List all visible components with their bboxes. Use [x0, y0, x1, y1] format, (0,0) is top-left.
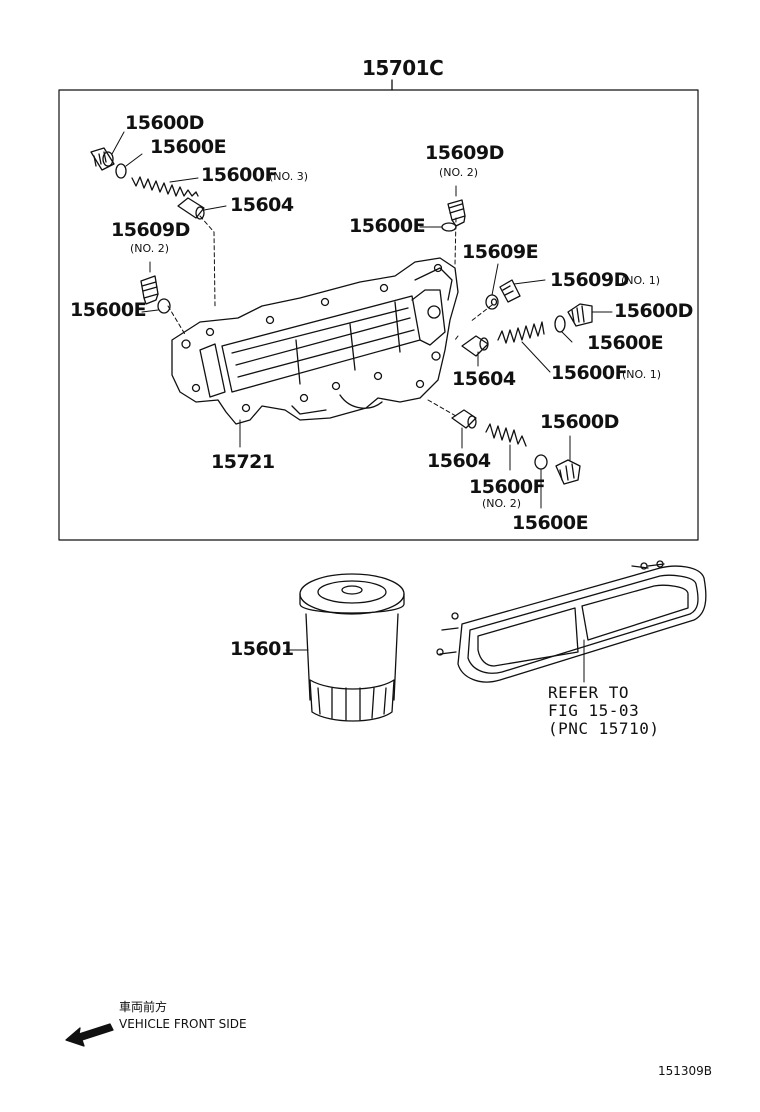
direction-japanese: 車両前方: [119, 1000, 168, 1014]
label-15600D-bottom: 15600D: [540, 411, 619, 433]
label-15601: 15601: [230, 638, 294, 660]
valve-15604-topleft: [177, 197, 205, 220]
gasket: [436, 560, 707, 683]
label-15600E-left: 15600E: [70, 299, 147, 321]
label-15600D-topleft: 15600D: [125, 112, 204, 134]
label-no1-b: (NO. 1): [622, 368, 662, 381]
label-15721: 15721: [211, 451, 275, 473]
o-ring-15600E-topleft: [115, 163, 127, 179]
figure-code: 151309B: [658, 1064, 713, 1078]
plug-15600D-right: [567, 303, 593, 327]
direction-english: VEHICLE FRONT SIDE: [119, 1017, 247, 1031]
refer-line-2: FIG 15-03: [548, 701, 640, 720]
label-no3: (NO. 3): [269, 170, 309, 183]
label-15604-bottom: 15604: [427, 450, 491, 472]
label-15609D-no1: 15609D: [550, 269, 629, 291]
label-15600D-right: 15600D: [614, 300, 693, 322]
valve-15604-right: [461, 335, 489, 357]
label-15600F-no2: 15600F: [469, 476, 546, 498]
o-ring-15600E-mid: [441, 222, 457, 232]
spring-15600F-no2: [485, 423, 527, 447]
plug-15609D-top: [447, 199, 466, 227]
valve-15604-bottom: [451, 409, 477, 429]
plug-15600D-bottom: [555, 459, 581, 485]
label-15701C: 15701C: [362, 56, 444, 80]
plug-15600D-topleft: [90, 147, 115, 171]
label-no2-left: (NO. 2): [130, 242, 170, 255]
label-15600F-no1: 15600F: [551, 362, 628, 384]
label-15600E-right: 15600E: [587, 332, 664, 354]
label-15600F-no3: 15600F: [201, 164, 278, 186]
label-15609D-top: 15609D: [425, 142, 504, 164]
refer-line-1: REFER TO: [548, 683, 630, 702]
oil-filter: [299, 573, 405, 722]
oil-cooler-body: [171, 257, 459, 425]
label-15609E: 15609E: [462, 241, 539, 263]
label-15600E-mid: 15600E: [349, 215, 426, 237]
spring-15600F-no3: [131, 176, 199, 197]
label-15604-right: 15604: [452, 368, 516, 390]
arrow-left-down-icon: [65, 1023, 114, 1047]
label-15609D-left: 15609D: [111, 219, 190, 241]
label-no1-a: (NO. 1): [621, 274, 661, 287]
refer-line-3: (PNC 15710): [548, 719, 660, 738]
plug-15609D-left: [140, 275, 159, 305]
assembly-frame: [58, 89, 699, 541]
o-ring-15600E-bottom: [534, 454, 548, 470]
o-ring-15600E-left: [157, 298, 171, 314]
plug-15609E: [485, 294, 499, 310]
label-15604-topleft: 15604: [230, 194, 294, 216]
label-no2-bottom: (NO. 2): [482, 497, 522, 510]
label-15600E-bottom: 15600E: [512, 512, 589, 534]
label-no2-top: (NO. 2): [439, 166, 479, 179]
o-ring-15600E-right: [554, 315, 566, 333]
label-15600E-topleft: 15600E: [150, 136, 227, 158]
plug-15609D-no1: [499, 279, 521, 303]
spring-15600F-no1: [497, 321, 545, 344]
